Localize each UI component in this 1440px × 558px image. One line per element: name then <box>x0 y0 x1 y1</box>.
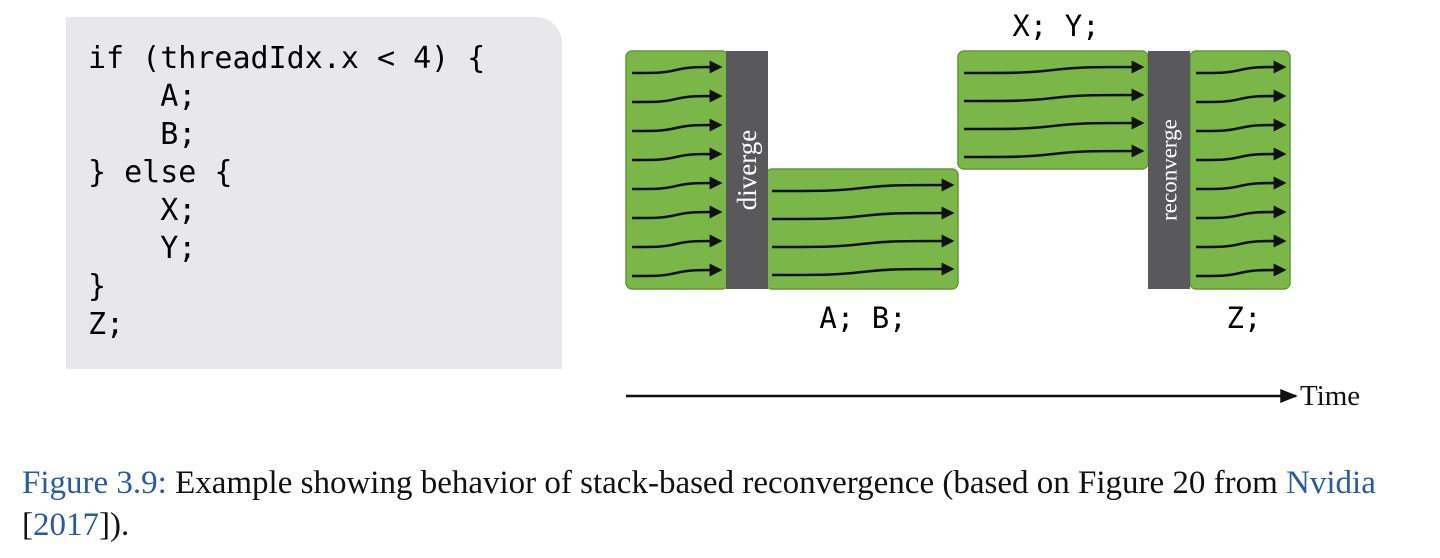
code-line: A; <box>88 79 197 114</box>
code-line: } else { <box>88 155 233 190</box>
thread-arrow <box>1195 176 1287 191</box>
thread-arrow <box>1195 118 1287 133</box>
caption-bracket-open: [ <box>22 507 33 543</box>
thread-arrow <box>771 178 955 193</box>
thread-arrow <box>963 60 1145 75</box>
thread-arrow <box>631 234 723 249</box>
caption-text: Example showing behavior of stack-based … <box>166 465 1287 501</box>
thread-arrow <box>631 176 723 191</box>
all-threads-block-after <box>1189 50 1291 290</box>
thread-arrow <box>1195 205 1287 220</box>
reconvergence-diagram: diverge reconverge X; Y; A; B; Z; Time <box>625 9 1360 412</box>
thread-arrow <box>1195 234 1287 249</box>
caption-bracket-close: ]). <box>99 507 130 543</box>
code-listing: if (threadIdx.x < 4) { A; B;} else { X; … <box>88 40 485 344</box>
thread-arrow <box>631 205 723 220</box>
code-line: Z; <box>88 307 125 342</box>
thread-arrow <box>631 60 723 75</box>
thread-arrow <box>771 262 955 277</box>
code-line: X; <box>88 193 197 228</box>
diverge-bar <box>726 51 768 289</box>
thread-arrow <box>771 206 955 221</box>
thread-arrow <box>1195 89 1287 104</box>
thread-arrow <box>1195 147 1287 162</box>
thread-arrow <box>771 234 955 249</box>
thread-arrow <box>963 88 1145 103</box>
year-link[interactable]: 2017 <box>33 507 99 543</box>
figure-ref-link[interactable]: Figure 3.9: <box>22 465 167 501</box>
thread-arrows <box>631 60 1287 278</box>
thread-arrow <box>1195 263 1287 278</box>
z-label: Z; <box>1227 301 1262 335</box>
figure-caption: Figure 3.9: Example showing behavior of … <box>22 462 1432 546</box>
reconverge-label: reconverge <box>1157 119 1182 221</box>
diverge-label: diverge <box>732 130 762 210</box>
time-label: Time <box>1300 380 1360 412</box>
code-line: } <box>88 269 107 304</box>
code-line: B; <box>88 117 197 152</box>
code-line: if (threadIdx.x < 4) { <box>88 41 486 76</box>
thread-arrow <box>963 116 1145 131</box>
code-line: Y; <box>88 231 197 266</box>
code-listing-panel: if (threadIdx.x < 4) { A; B;} else { X; … <box>66 17 562 369</box>
reconverge-bar <box>1148 51 1190 289</box>
thread-arrow <box>631 118 723 133</box>
thread-arrow <box>1195 60 1287 75</box>
source-link[interactable]: Nvidia <box>1286 465 1376 501</box>
all-threads-block-before <box>625 50 729 290</box>
thread-arrow <box>631 147 723 162</box>
xy-label: X; Y; <box>1012 9 1099 43</box>
thread-arrow <box>631 263 723 278</box>
thread-arrow <box>963 144 1145 159</box>
thread-arrow <box>631 89 723 104</box>
ab-label: A; B; <box>819 301 906 335</box>
